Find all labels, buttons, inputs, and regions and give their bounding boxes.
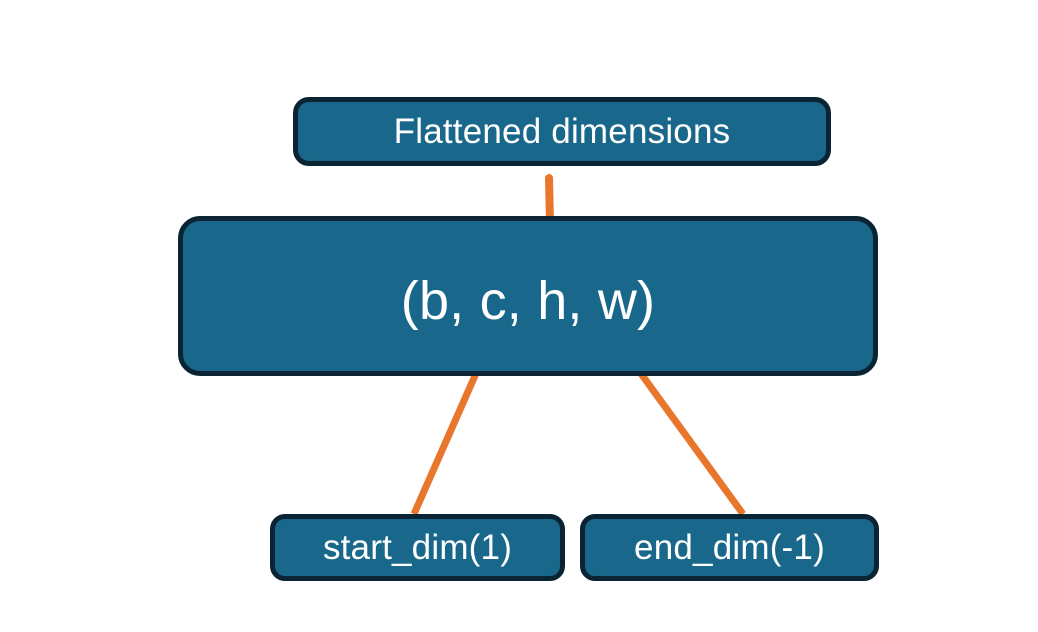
node-start-dim-label: start_dim(1) (322, 528, 513, 567)
node-end-dim-label: end_dim(-1) (634, 528, 825, 567)
node-flattened-dimensions-label: Flattened dimensions (393, 112, 731, 151)
node-flattened-dimensions[interactable]: Flattened dimensions (293, 97, 831, 166)
node-end-dim[interactable]: end_dim(-1) (580, 514, 879, 581)
node-start-dim[interactable]: start_dim(1) (270, 514, 565, 581)
node-tensor-shape-tuple[interactable]: (b, c, h, w) (178, 216, 878, 376)
node-tensor-shape-tuple-label: (b, c, h, w) (400, 271, 656, 331)
